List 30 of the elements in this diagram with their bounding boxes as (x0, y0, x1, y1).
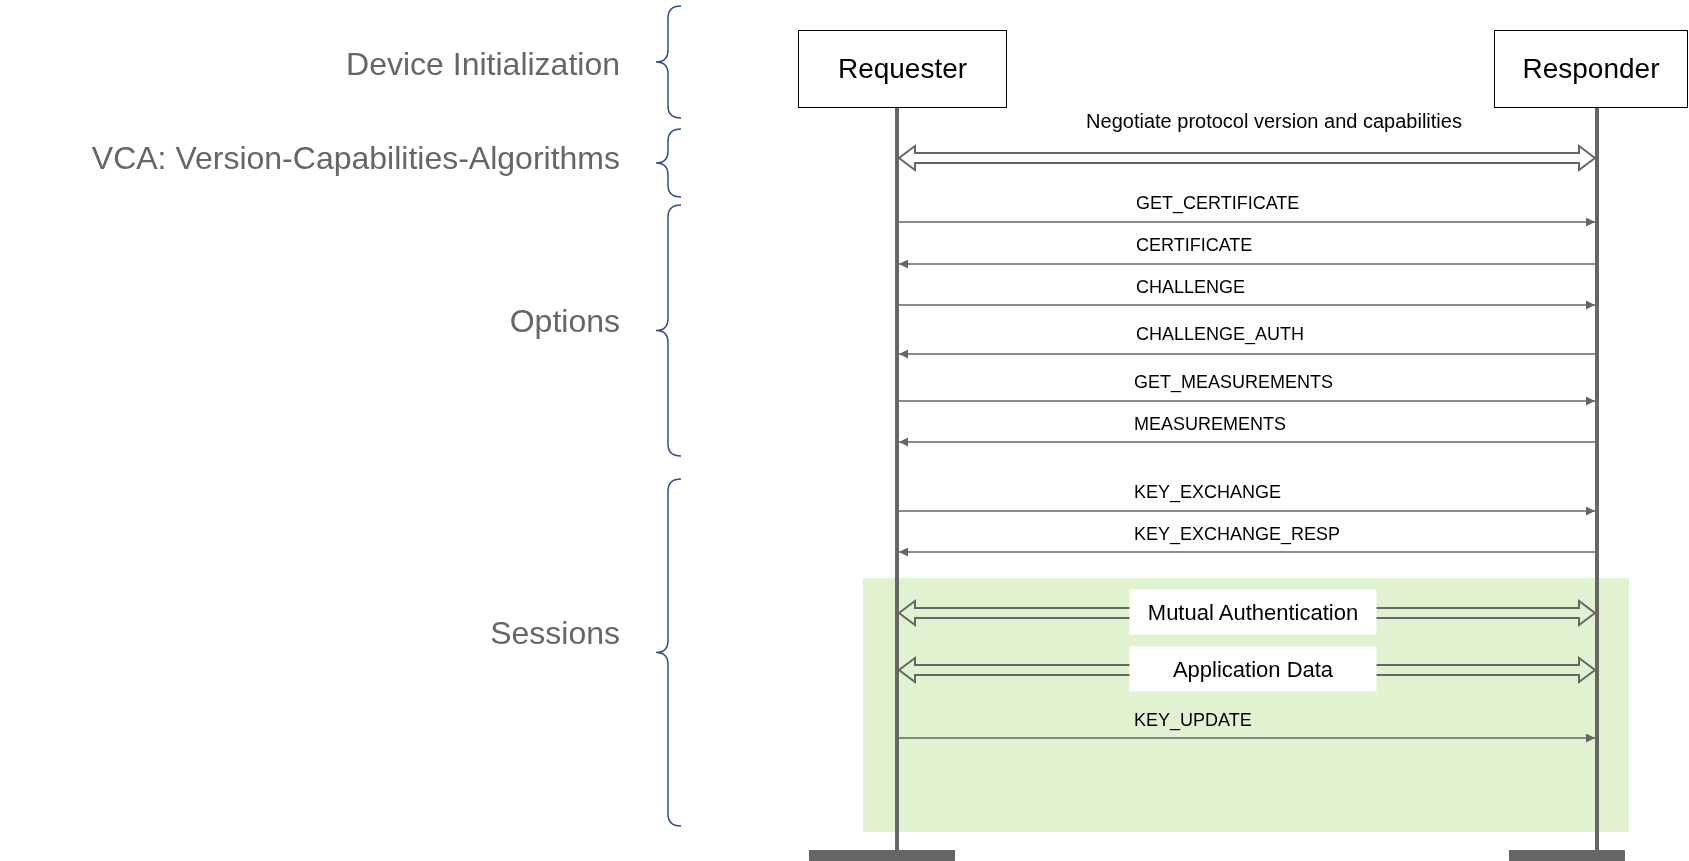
edge-label: GET_MEASUREMENTS (1134, 370, 1334, 395)
phase-label: Sessions (490, 614, 620, 653)
edge-label: CHALLENGE (1136, 275, 1246, 299)
phase-label: Device Initialization (346, 45, 620, 84)
edge-label: KEY_EXCHANGE_RESP (1134, 522, 1341, 547)
edge-label: CHALLENGE_AUTH (1136, 322, 1305, 347)
phase-label: Options (509, 302, 620, 341)
edge-label: KEY_UPDATE (1134, 708, 1252, 733)
message-arrow (898, 349, 1596, 359)
lifeline (895, 108, 899, 850)
double-arrow (897, 144, 1597, 172)
message-label: Mutual Authentication (1129, 589, 1377, 635)
message-label: Application Data (1129, 646, 1377, 692)
message-arrow (898, 506, 1596, 516)
message-arrow (898, 547, 1596, 557)
edge-label: KEY_EXCHANGE (1134, 480, 1282, 505)
message-arrow (898, 300, 1596, 310)
message-arrow (898, 733, 1596, 743)
participant-box: Requester (798, 30, 1007, 108)
message-label: Negotiate protocol version and capabilities (1086, 109, 1462, 134)
edge-label: CERTIFICATE (1136, 233, 1253, 257)
edge-label: MEASUREMENTS (1134, 412, 1286, 436)
message-arrow (898, 259, 1596, 269)
message-arrow (898, 217, 1596, 227)
lifeline (1595, 108, 1599, 850)
message-arrow (898, 396, 1596, 406)
message-arrow (898, 437, 1596, 447)
participant-box: Responder (1494, 30, 1688, 108)
edge-label: GET_CERTIFICATE (1136, 191, 1300, 216)
phase-label: VCA: Version-Capabilities-Algorithms (91, 139, 620, 178)
